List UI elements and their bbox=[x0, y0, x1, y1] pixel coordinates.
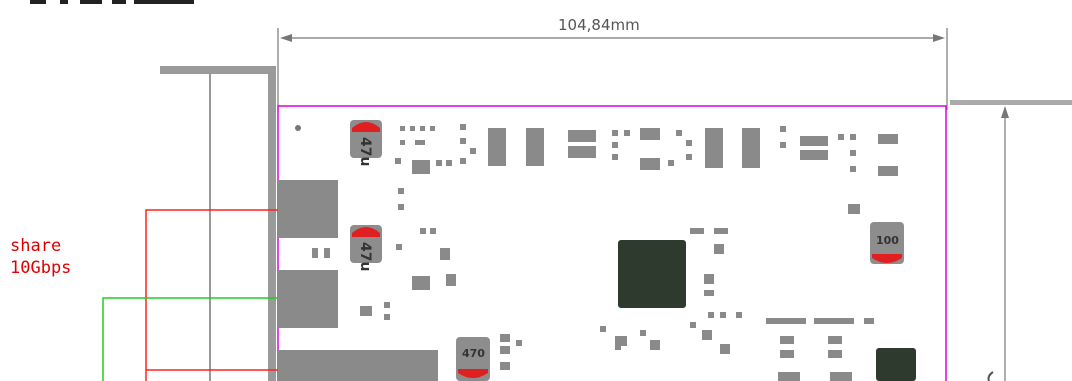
port-middle bbox=[278, 270, 338, 328]
smd-components bbox=[312, 124, 874, 381]
board-outline bbox=[277, 105, 947, 381]
main-ic-chip bbox=[618, 240, 686, 308]
height-dimension bbox=[950, 100, 1072, 381]
small-ic-chip bbox=[876, 348, 916, 381]
wires bbox=[102, 209, 278, 381]
annotation-share: share bbox=[10, 236, 61, 256]
svg-text:47u: 47u bbox=[357, 137, 373, 166]
svg-text:100: 100 bbox=[876, 234, 899, 247]
svg-text:47u: 47u bbox=[357, 242, 373, 271]
capacitor-b: 47u bbox=[350, 225, 382, 271]
port-upper bbox=[278, 180, 338, 238]
capacitor-d: 470 bbox=[456, 337, 490, 381]
top-row-components bbox=[488, 128, 898, 214]
cut-off-heading bbox=[0, 0, 330, 6]
pcie-bracket bbox=[160, 66, 276, 381]
width-dimension-label: 104,84mm bbox=[558, 16, 640, 34]
fiducial-mark bbox=[295, 125, 301, 131]
capacitor-c: 100 bbox=[870, 222, 904, 264]
svg-text:470: 470 bbox=[462, 347, 485, 360]
green-wire bbox=[102, 297, 278, 381]
annotation-speed: 10Gbps bbox=[10, 258, 71, 278]
red-wire-upper bbox=[145, 209, 278, 381]
width-dimension: 104,84mm bbox=[277, 16, 948, 110]
capacitor-a: 47u bbox=[350, 120, 382, 166]
port-lower bbox=[278, 350, 438, 381]
ports bbox=[278, 180, 438, 381]
